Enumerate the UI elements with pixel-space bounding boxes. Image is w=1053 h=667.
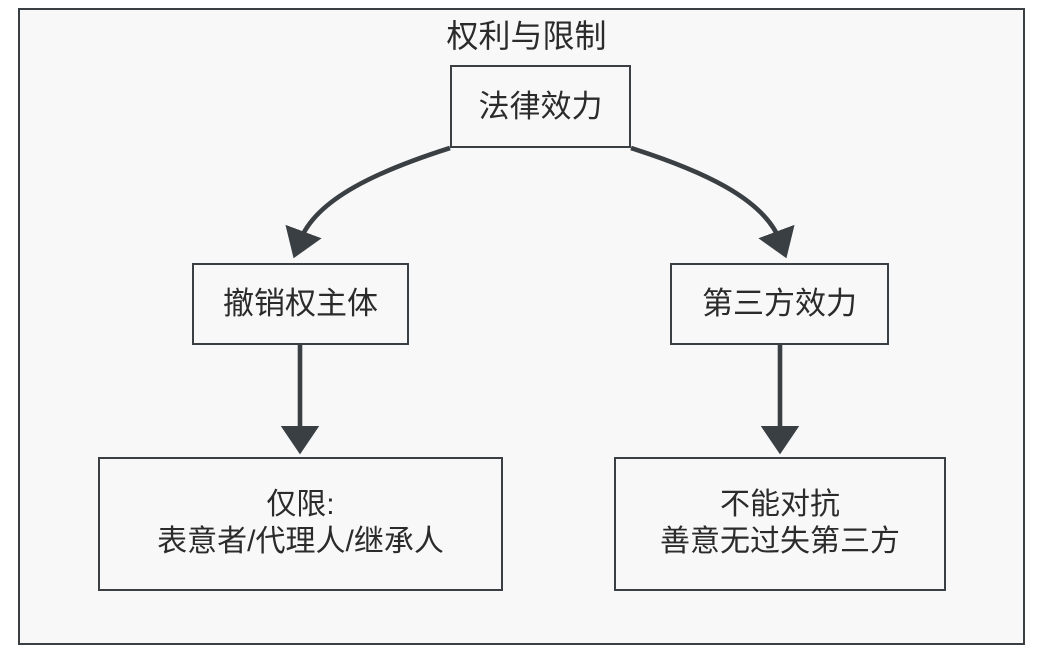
- node-limited-to[interactable]: 仅限: 表意者/代理人/继承人: [98, 457, 503, 591]
- node-third-party-effect[interactable]: 第三方效力: [670, 263, 889, 345]
- node-revocation-subject[interactable]: 撤销权主体: [192, 263, 409, 345]
- page-title: 权利与限制: [446, 18, 607, 54]
- node-legal-effect[interactable]: 法律效力: [450, 65, 631, 148]
- node-cannot-oppose[interactable]: 不能对抗 善意无过失第三方: [614, 457, 946, 591]
